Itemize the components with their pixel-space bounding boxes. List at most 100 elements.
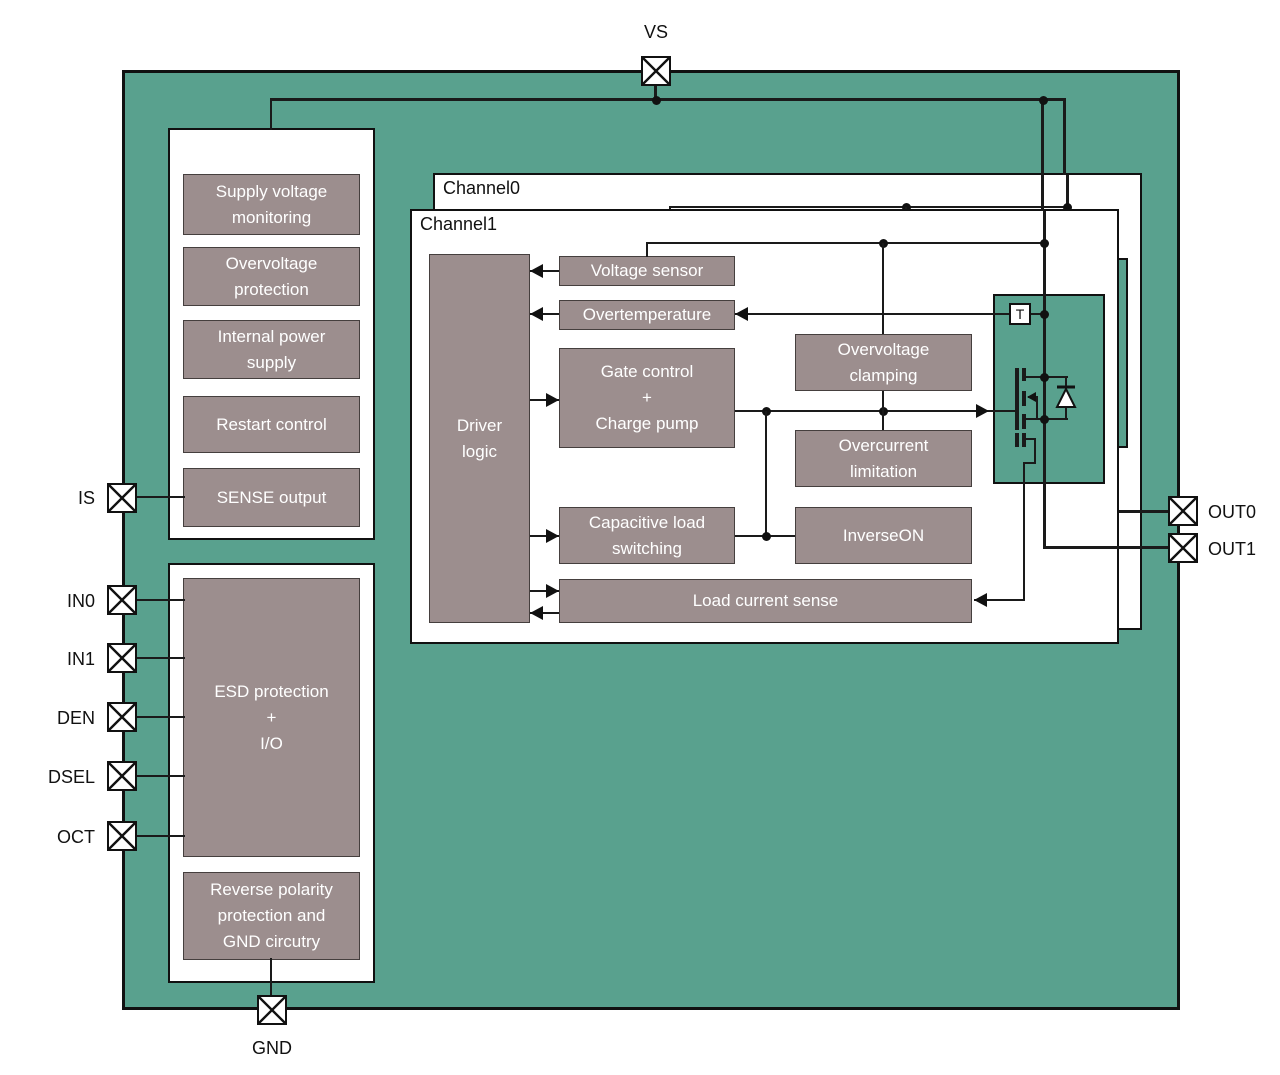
vs-wire [270, 98, 1066, 101]
block-line: InverseON [842, 525, 925, 545]
block-line: Load current sense [692, 591, 839, 610]
block-supply-voltage-monitoring: Supply voltage monitoring [183, 174, 360, 235]
arrowhead [546, 393, 559, 407]
block-line: protection and [217, 906, 326, 925]
mosfet-gate-bar [1015, 368, 1019, 430]
pin-label-in1: IN1 [66, 649, 95, 669]
pin-vs [641, 56, 671, 86]
vs-wire [654, 84, 657, 100]
pin-is [107, 483, 137, 513]
arrowhead [735, 307, 748, 321]
block-line: monitoring [231, 207, 312, 227]
channel-label: Channel0 [443, 178, 521, 198]
arrowhead [974, 593, 987, 607]
block-overvoltage-protection: Overvoltage protection [183, 247, 360, 306]
out-wire [1043, 546, 1170, 549]
junction-dot [1063, 203, 1072, 212]
arrowhead [546, 529, 559, 543]
block-line: switching [612, 538, 682, 558]
wire [530, 535, 559, 537]
junction-dot [1040, 373, 1049, 382]
wire [1034, 438, 1036, 464]
junction-dot [652, 96, 661, 105]
block-overvoltage-clamping: Overvoltage clamping [795, 334, 972, 391]
junction-dot [762, 532, 771, 541]
block-line: logic [462, 441, 497, 461]
pin-in0 [107, 585, 137, 615]
channel-label: Channel1 [420, 214, 498, 234]
block-inverse-on: InverseON [795, 507, 972, 564]
block-line: Voltage sensor [590, 261, 704, 280]
clamp-wire [882, 243, 884, 334]
sense-return-wire [1023, 462, 1025, 601]
pin-x-icon [643, 58, 669, 84]
wire-gnd [270, 958, 272, 998]
pin-x-icon [109, 763, 135, 789]
clamp-wire [882, 391, 884, 430]
block-line: + [642, 388, 652, 407]
pin-label-gnd: GND [252, 1038, 292, 1058]
pin-x-icon [109, 823, 135, 849]
block-line: + [266, 707, 277, 727]
wire [1023, 462, 1036, 464]
pin-x-icon [109, 485, 135, 511]
block-line: ESD protection [214, 681, 329, 701]
block-overtemperature: Overtemperature [559, 300, 735, 330]
vs-wire [1063, 100, 1066, 175]
block-voltage-sensor: Voltage sensor [559, 256, 735, 286]
junction-dot [1039, 96, 1048, 105]
rail-wire [647, 242, 1045, 244]
block-line: SENSE output [216, 487, 327, 507]
block-capacitive-load-switching: Capacitive load switching [559, 507, 735, 564]
pin-out0 [1168, 496, 1198, 526]
block-line: I/O [260, 733, 283, 753]
junction-dot [1040, 239, 1049, 248]
arrowhead [1027, 392, 1036, 402]
block-line: Overtemperature [582, 305, 712, 324]
temp-sense-wire [735, 313, 1045, 315]
wire [1036, 397, 1038, 420]
wire [530, 399, 559, 401]
mosfet-channel-bar [1022, 414, 1026, 429]
wire [530, 270, 559, 272]
wire [1026, 438, 1036, 440]
pin-in1 [107, 643, 137, 673]
pin-x-icon [109, 587, 135, 613]
block-reverse-polarity-gnd: Reverse polarity protection and GND circ… [183, 872, 360, 960]
wire-in1 [137, 657, 185, 659]
pin-x-icon [1170, 535, 1196, 561]
junction-dot [1040, 310, 1049, 319]
pin-x-icon [259, 997, 285, 1023]
gate-drive-wire [735, 410, 1016, 412]
pin-label-dsel: DSEL [47, 767, 95, 787]
block-line: clamping [849, 365, 918, 385]
pin-label-den: DEN [56, 708, 95, 728]
pin-label-out0: OUT0 [1208, 502, 1257, 522]
block-internal-power-supply: Internal power supply [183, 320, 360, 379]
sense-return-wire [974, 599, 1025, 601]
temp-sensor-label: T [1015, 306, 1025, 322]
arrowhead [530, 606, 543, 620]
pin-x-icon [1170, 498, 1196, 524]
wire-in0 [137, 599, 185, 601]
io-panel: ESD protection + I/O Reverse polarity pr… [168, 563, 375, 983]
block-line: Restart control [216, 414, 327, 434]
pin-den [107, 702, 137, 732]
block-line: GND circutry [222, 932, 321, 951]
mosfet-channel-bar [1022, 391, 1026, 406]
body-diode-icon [1055, 385, 1077, 408]
control-panel: Supply voltage monitoring Overvoltage pr… [168, 128, 375, 540]
junction-dot [1040, 415, 1049, 424]
block-line: protection [234, 279, 309, 299]
block-line: supply [246, 352, 297, 372]
power-mosfet-module [993, 294, 1105, 484]
wire [1065, 377, 1067, 389]
block-line: Supply voltage [215, 181, 328, 201]
pin-x-icon [109, 645, 135, 671]
block-line: Overvoltage [837, 339, 930, 359]
pin-oct [107, 821, 137, 851]
block-line: Gate control [600, 362, 694, 381]
block-sense-output: SENSE output [183, 468, 360, 527]
pin-gnd [257, 995, 287, 1025]
